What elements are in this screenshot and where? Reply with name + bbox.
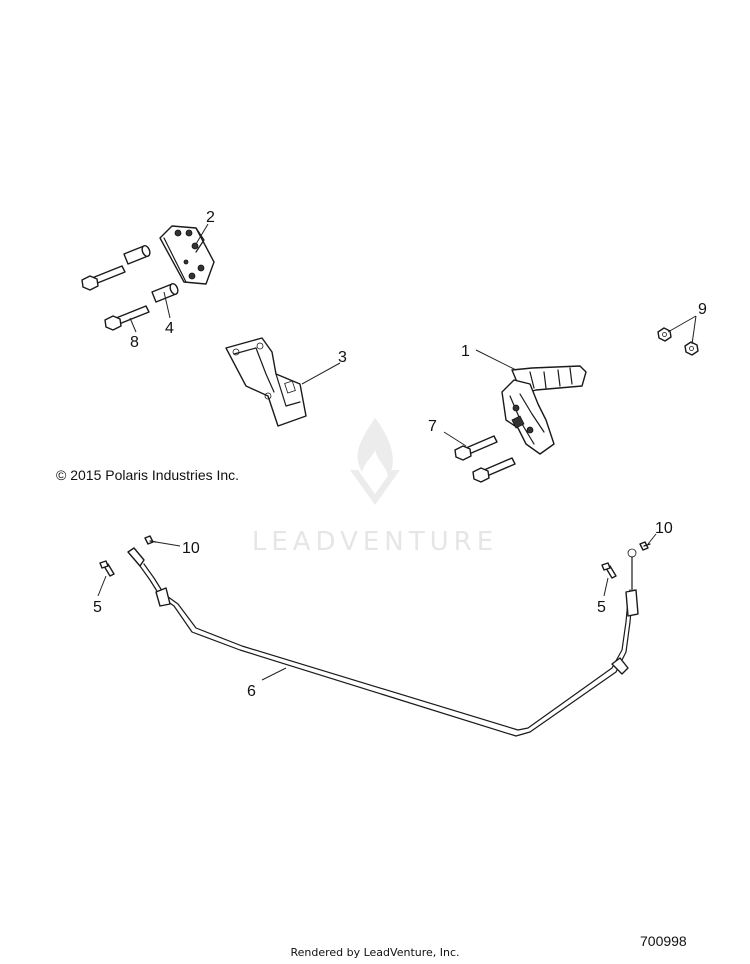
callout-3: 3 [338, 349, 347, 366]
flame-logo-icon [350, 418, 400, 505]
part-4-spacer-upper[interactable] [123, 245, 151, 265]
part-2-mount-plate[interactable] [159, 225, 215, 285]
callout-1: 1 [461, 343, 470, 360]
part-6-brake-cable[interactable] [127, 547, 639, 737]
part-10-pin-right[interactable] [639, 541, 651, 551]
watermark-text: LEADVENTURE [252, 527, 498, 557]
callout-9: 9 [698, 301, 707, 318]
part-8-bolt-upper[interactable] [81, 265, 126, 291]
part-9-nut-upper[interactable] [657, 327, 672, 342]
part-7-bolt-upper[interactable] [454, 435, 498, 461]
callout-5-left: 5 [93, 599, 102, 616]
callout-5-right: 5 [597, 599, 606, 616]
leader-lines [97, 223, 697, 681]
part-7-bolt-lower[interactable] [472, 457, 516, 483]
callout-6: 6 [247, 683, 256, 700]
callout-4: 4 [165, 320, 174, 337]
callout-10-right: 10 [655, 520, 673, 537]
copyright-notice: © 2015 Polaris Industries Inc. [56, 467, 240, 483]
callout-10-left: 10 [182, 540, 200, 557]
diagram-part-number: 700998 [640, 933, 687, 949]
rendered-by-footer: Rendered by LeadVenture, Inc. [290, 946, 460, 959]
part-5-clevis-pin-left[interactable] [99, 560, 115, 577]
callout-2: 2 [206, 209, 215, 226]
part-8-bolt-lower[interactable] [104, 305, 150, 331]
part-3-lever-bracket[interactable] [225, 337, 307, 427]
callout-7: 7 [428, 418, 437, 435]
callout-8: 8 [130, 334, 139, 351]
part-9-nut-lower[interactable] [684, 341, 699, 356]
leadventure-watermark: LEADVENTURE [252, 418, 498, 557]
part-5-clevis-pin-right[interactable] [601, 562, 617, 579]
part-1-parking-brake-lever[interactable] [501, 365, 587, 455]
part-10-pin-left[interactable] [144, 535, 157, 545]
